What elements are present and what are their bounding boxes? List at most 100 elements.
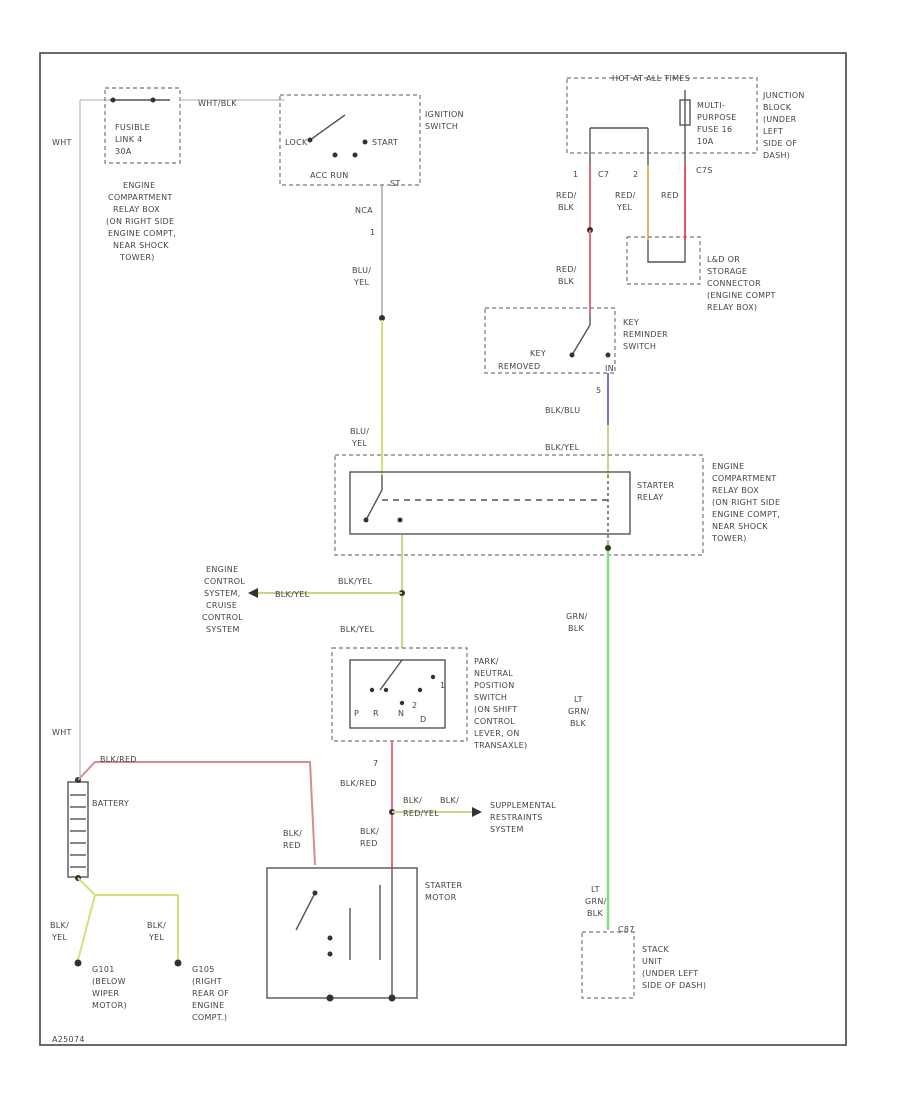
label-lt-grn-blk-2b: GRN/: [585, 897, 607, 906]
label-stack-unit-1: STACK: [642, 945, 669, 954]
label-ercrb-3: RELAY BOX: [113, 205, 160, 214]
key-reminder-switch-box: [484, 307, 616, 374]
label-hot-at-all-times: HOT AT ALL TIMES: [612, 74, 690, 83]
label-pnp-7a: LEVER, ON: [474, 729, 520, 738]
label-blu-yel-2a: BLU/: [350, 427, 369, 436]
arrow-engine-control: [248, 588, 258, 598]
label-ecrb-mid-7: TOWER): [711, 534, 747, 543]
label-lt-grn-blk-2c: BLK: [587, 909, 604, 918]
starter-contact-1: [312, 890, 318, 896]
label-pnp-4a: SWITCH: [474, 693, 507, 702]
starter-relay-arm: [365, 489, 383, 521]
dlc-connector-box: [626, 236, 701, 285]
starter-contact-2: [327, 935, 333, 941]
label-ercrb-2: COMPARTMENT: [108, 193, 173, 202]
blk-red-battery-cable: [77, 761, 316, 866]
label-g105-4: ENGINE: [192, 1001, 224, 1010]
label-pnp-2a: NEUTRAL: [474, 669, 513, 678]
label-pnp-pin: 7: [373, 759, 378, 768]
label-stack-unit-2: UNIT: [642, 957, 662, 966]
label-g105-5: COMPT.): [192, 1013, 227, 1022]
splice-ignition: [379, 315, 385, 321]
label-g101-1: G101: [92, 965, 115, 974]
label-gnd1-a: BLK/: [50, 921, 69, 930]
key-reminder-contact-b: [605, 352, 611, 358]
label-blk-blu-pin: 5: [596, 386, 601, 395]
label-key-reminder-2: REMINDER: [623, 330, 668, 339]
label-pnp-N: N: [398, 709, 404, 718]
label-ercrb-4: (ON RIGHT SIDE: [106, 217, 174, 226]
starter-relay-contact-a: [363, 517, 369, 523]
label-ecrb-mid-3: RELAY BOX: [712, 486, 759, 495]
label-junction-3: (UNDER: [763, 115, 797, 124]
label-g105-2: (RIGHT: [192, 977, 222, 986]
label-nca-pin: 1: [370, 228, 375, 237]
label-in: IN: [605, 364, 614, 373]
pnp-switch-inner: [349, 659, 446, 729]
label-ecrb-mid-1: ENGINE: [712, 462, 744, 471]
label-ecrb-mid-6: NEAR SHOCK: [712, 522, 768, 531]
fuse-16-symbol: [679, 99, 691, 126]
pnp-contact-3: [399, 700, 405, 706]
label-blk-yel-branch: BLK/YEL: [275, 590, 310, 599]
label-ercrb-6: NEAR SHOCK: [113, 241, 169, 250]
label-blu-yel-1b: YEL: [353, 278, 370, 287]
label-supplemental-2: RESTRAINTS: [490, 813, 543, 822]
label-g105-1: G105: [192, 965, 215, 974]
label-blu-yel-1a: BLU/: [352, 266, 371, 275]
label-red-blk-1b: BLK: [558, 203, 575, 212]
label-g101-3: WIPER: [92, 989, 119, 998]
label-blk-blk-a: BLK/: [403, 796, 422, 805]
battery-symbol: [67, 781, 89, 878]
label-lt-grn-blk-1a: LT: [574, 695, 583, 704]
label-wht-top: WHT: [52, 138, 72, 147]
ignition-switch-arm: [309, 114, 346, 141]
label-pin-2: 2: [633, 170, 638, 179]
ignition-switch-box: [279, 94, 421, 186]
label-red-blk-2a: RED/: [556, 265, 577, 274]
splice-relay-coil: [605, 545, 611, 551]
label-red-yel-1a: RED/: [615, 191, 636, 200]
label-red-yel-2: RED/YEL: [403, 809, 439, 818]
pnp-switch-arm: [379, 659, 403, 691]
label-blk-red-low: BLK/RED: [340, 779, 377, 788]
label-pnp-1: 1: [440, 681, 445, 690]
label-key-removed-2: REMOVED: [498, 362, 540, 371]
label-fusible-2: LINK 4: [115, 135, 142, 144]
label-ecrb-mid-2: COMPARTMENT: [712, 474, 777, 483]
label-blk-red-starter-2b: RED: [360, 839, 378, 848]
label-nca: NCA: [355, 206, 373, 215]
label-pnp-D: D: [420, 715, 426, 724]
label-battery: BATTERY: [92, 799, 129, 808]
label-starter-motor-1: STARTER: [425, 881, 463, 890]
label-engine-control-1: ENGINE: [206, 565, 238, 574]
ground-g105: [174, 959, 182, 967]
fusible-link-dot-right: [150, 97, 156, 103]
ignition-contact-1: [307, 137, 313, 143]
engine-relay-box-mid: [334, 454, 704, 556]
label-pnp-3a: POSITION: [474, 681, 515, 690]
label-fuse-1: MULTI-: [697, 101, 725, 110]
label-fuse-3: FUSE 16: [697, 125, 732, 134]
label-pnp-5a: (ON SHIFT: [474, 705, 517, 714]
label-starter-relay-1: STARTER: [637, 481, 675, 490]
label-c87: C87: [618, 925, 635, 934]
label-lock: LOCK: [285, 138, 308, 147]
label-starter-motor-2: MOTOR: [425, 893, 457, 902]
label-key-reminder-3: SWITCH: [623, 342, 656, 351]
label-red-blk-2b: BLK: [558, 277, 575, 286]
label-dlc-4: (ENGINE COMPT: [707, 291, 776, 300]
pnp-contact-4: [417, 687, 423, 693]
label-wht-blk: WHT/BLK: [198, 99, 237, 108]
label-blk-red-top: BLK/RED: [100, 755, 137, 764]
label-ercrb-1: ENGINE: [123, 181, 155, 190]
label-engine-control-5: CONTROL: [202, 613, 243, 622]
label-grn-blk-1b: BLK: [568, 624, 585, 633]
label-blk-red-starter-b: RED: [283, 841, 301, 850]
label-pnp-P: P: [354, 709, 359, 718]
label-g101-2: (BELOW: [92, 977, 126, 986]
label-st: ST: [390, 179, 401, 188]
pnp-contact-1: [369, 687, 375, 693]
label-engine-control-4: CRUISE: [206, 601, 237, 610]
label-ercrb-5: ENGINE COMPT,: [108, 229, 176, 238]
